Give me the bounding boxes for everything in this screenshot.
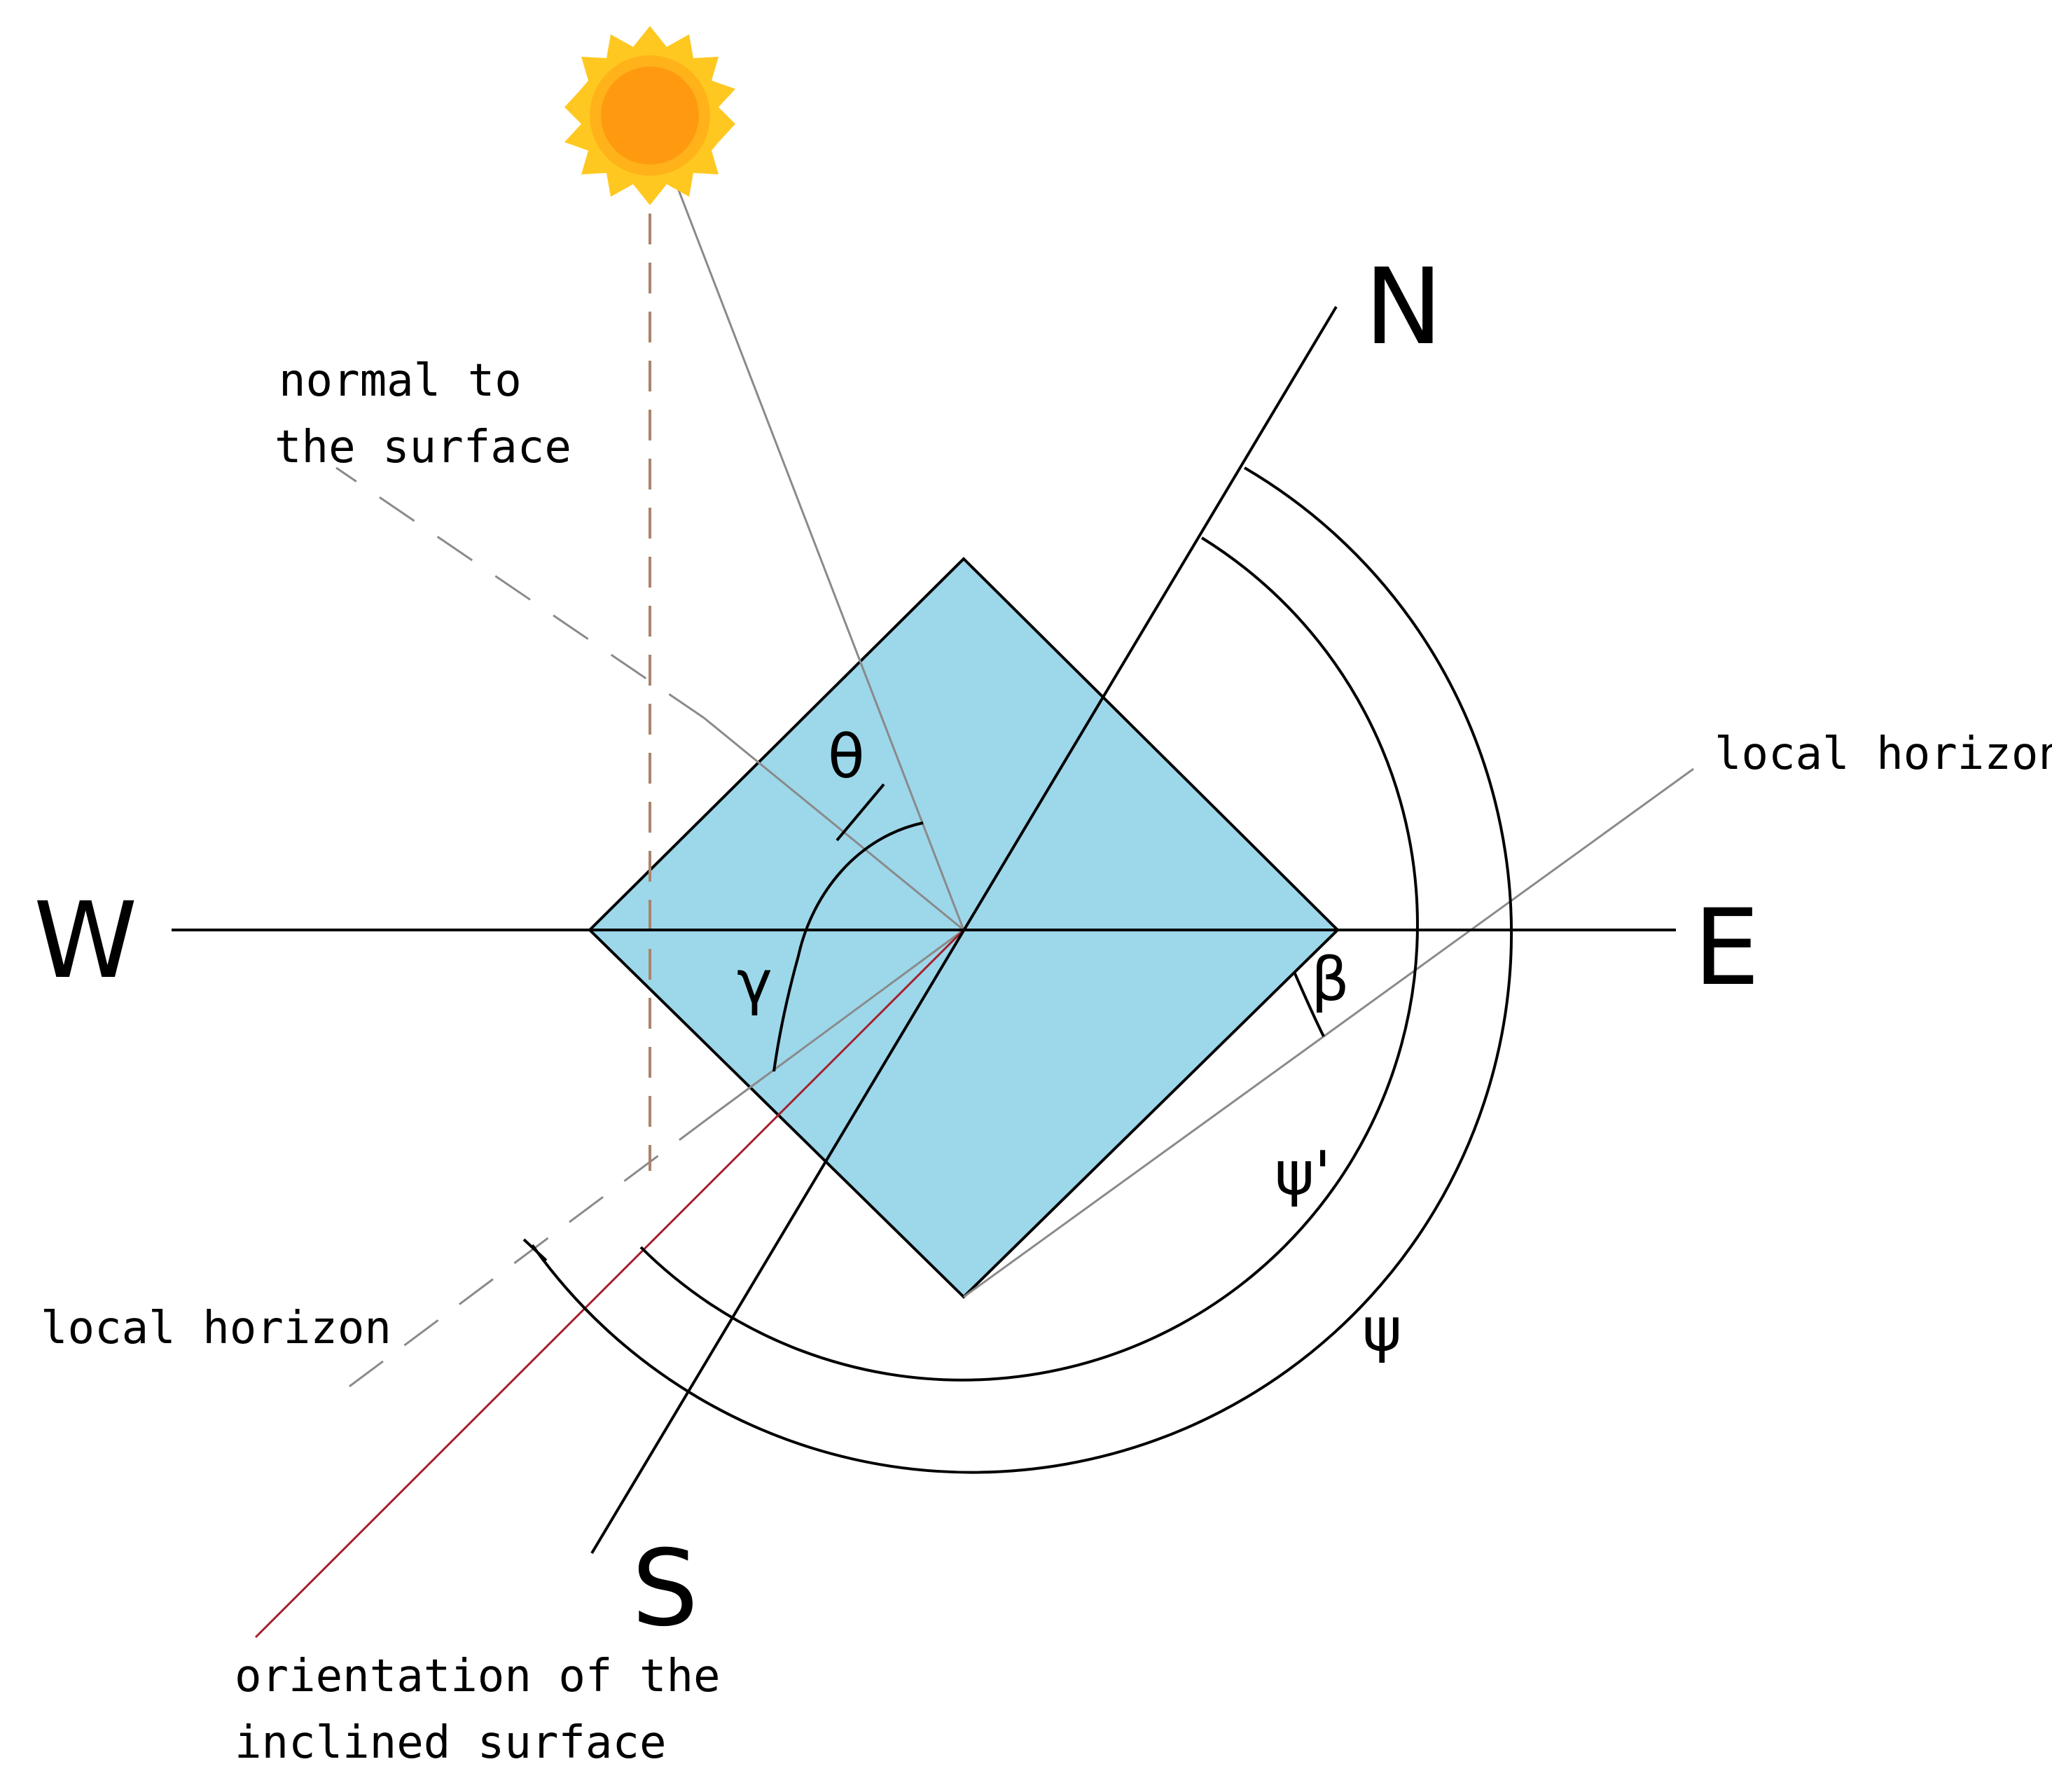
north-label: N — [1364, 246, 1443, 368]
gamma-arc — [772, 821, 924, 1072]
local-horizon-left-label: local horizon — [41, 1303, 391, 1354]
orientation-label-line1: orientation of the — [235, 1651, 721, 1702]
gamma-symbol: γ — [737, 947, 772, 1017]
sun-icon — [564, 26, 735, 205]
normal-label-line2: the surface — [275, 422, 571, 473]
east-label: E — [1693, 887, 1760, 1009]
surface-normal-line — [703, 716, 964, 931]
orientation-line — [254, 929, 965, 1639]
beta-symbol: β — [1311, 945, 1350, 1015]
psi-prime-arc — [639, 536, 1419, 1382]
surface-normal-dashed — [335, 466, 705, 719]
sun-ray — [649, 115, 965, 931]
theta-symbol: θ — [828, 722, 865, 792]
local-horizon-line — [963, 767, 1694, 1298]
psi-prime-symbol: ψ' — [1275, 1139, 1331, 1209]
west-label: W — [34, 880, 137, 1002]
psi-symbol: ψ — [1362, 1295, 1402, 1365]
psi-arc-end-tick — [522, 1238, 548, 1262]
beta-arc — [1293, 971, 1325, 1037]
north-south-axis — [590, 305, 1338, 1555]
theta-arc — [836, 783, 885, 842]
orientation-label-line2: inclined surface — [235, 1717, 667, 1769]
local-horizon-dashed — [341, 1113, 714, 1394]
south-label: S — [632, 1528, 698, 1650]
local-horizon-right-label: local horizon — [1714, 728, 2052, 780]
normal-label-line1: normal to — [279, 355, 522, 407]
psi-arc — [531, 466, 1513, 1474]
local-horizon-line-left — [712, 929, 964, 1116]
